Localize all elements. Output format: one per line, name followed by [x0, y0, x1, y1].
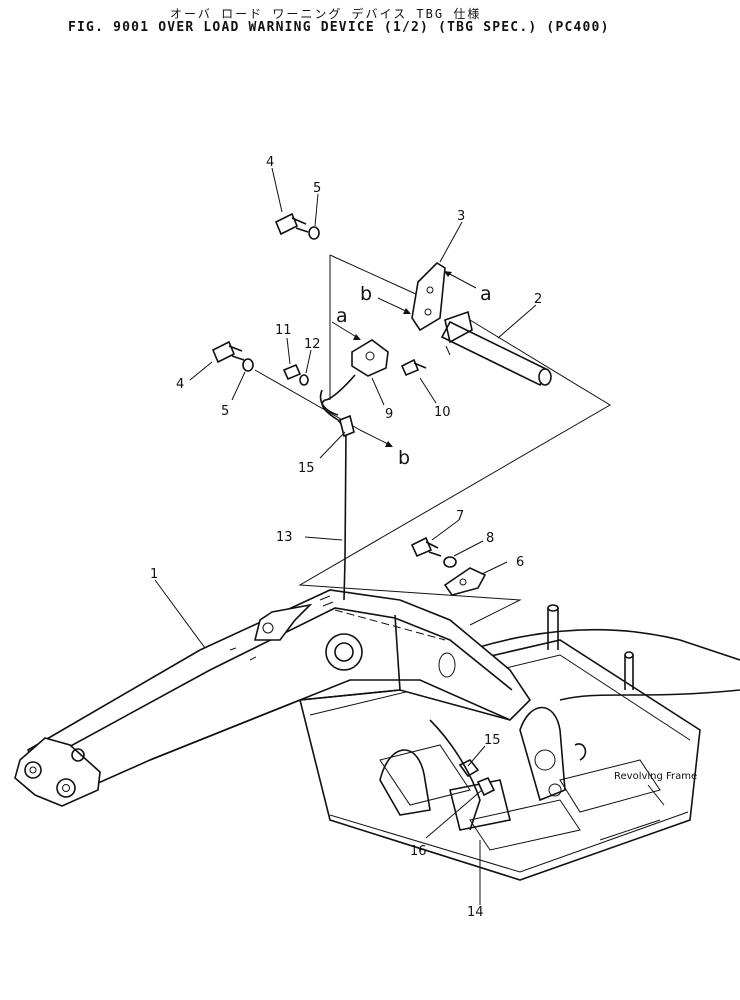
callout-3: 3 — [457, 209, 465, 224]
view-marker-b-top: b — [360, 283, 372, 305]
callout-5-left: 5 — [221, 404, 229, 419]
pin-tube — [440, 310, 552, 387]
lower-clip — [429, 719, 496, 831]
callout-7: 7 — [456, 509, 464, 524]
bolt-and-washer-top — [274, 212, 320, 240]
callout-15-upper: 15 — [298, 461, 315, 476]
figure-title-japanese: オーバ ロード ワーニング デバイス TBG 仕様 — [170, 7, 482, 21]
view-arrows — [331, 271, 477, 447]
callout-4-top: 4 — [266, 155, 274, 170]
callout-6: 6 — [516, 555, 524, 570]
revolving-frame-label: Revolving Frame — [614, 771, 697, 782]
revolving-frame — [299, 604, 740, 881]
view-marker-a-right: a — [480, 283, 492, 305]
wiring-harness — [319, 374, 356, 601]
callout-13: 13 — [276, 530, 293, 545]
sensor-unit — [282, 339, 427, 386]
bracket-plate — [411, 261, 446, 332]
callout-1: 1 — [150, 567, 158, 582]
leader-lines — [154, 167, 665, 905]
callout-16: 16 — [410, 844, 427, 859]
dashed-pin-line — [334, 609, 446, 641]
callout-10: 10 — [434, 405, 451, 420]
callout-2: 2 — [534, 292, 542, 307]
view-marker-a-left: a — [336, 305, 348, 327]
callout-11: 11 — [275, 323, 292, 338]
callout-8: 8 — [486, 531, 494, 546]
bolt-and-washer-left — [211, 340, 254, 372]
callout-14: 14 — [467, 905, 484, 920]
callout-12: 12 — [304, 337, 321, 352]
figure-title-english: FIG. 9001 OVER LOAD WARNING DEVICE (1/2)… — [68, 20, 610, 35]
callout-5-top: 5 — [313, 181, 321, 196]
callout-4-left: 4 — [176, 377, 184, 392]
view-marker-b-bottom: b — [398, 447, 410, 469]
callout-15-lower: 15 — [484, 733, 501, 748]
boom — [14, 589, 532, 807]
callout-9: 9 — [385, 407, 393, 422]
plate-bolt-washer — [410, 536, 487, 596]
